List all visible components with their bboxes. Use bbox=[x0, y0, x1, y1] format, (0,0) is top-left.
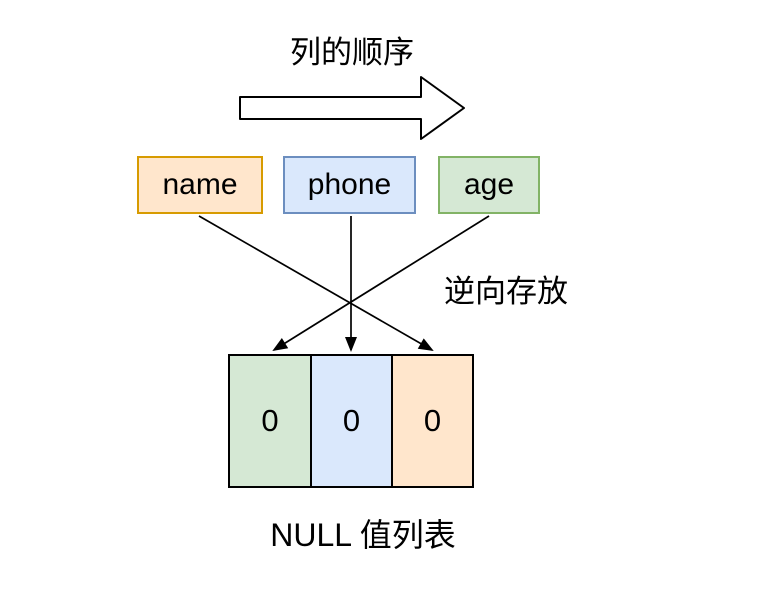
null-cell-2: 0 bbox=[310, 354, 393, 488]
column-box-phone: phone bbox=[283, 156, 416, 214]
connector-name-to-third-cell bbox=[198, 215, 434, 351]
connector-age-to-first-cell bbox=[272, 215, 490, 352]
null-cell-2-value: 0 bbox=[342, 403, 361, 438]
column-label-phone: phone bbox=[307, 168, 392, 201]
null-cell-1: 0 bbox=[228, 354, 312, 488]
column-label-age: age bbox=[463, 168, 515, 201]
column-order-title: 列的顺序 bbox=[290, 35, 414, 70]
right-arrow-icon bbox=[239, 76, 465, 140]
column-box-age: age bbox=[438, 156, 540, 214]
null-list-caption: NULL 值列表 bbox=[270, 517, 456, 553]
null-value-list: 0 0 0 bbox=[228, 354, 474, 488]
reverse-storage-label: 逆向存放 bbox=[444, 274, 568, 309]
column-box-name: name bbox=[137, 156, 263, 214]
column-label-name: name bbox=[162, 168, 238, 201]
null-cell-3: 0 bbox=[391, 354, 474, 488]
null-cell-1-value: 0 bbox=[261, 403, 279, 438]
null-cell-3-value: 0 bbox=[423, 403, 442, 438]
